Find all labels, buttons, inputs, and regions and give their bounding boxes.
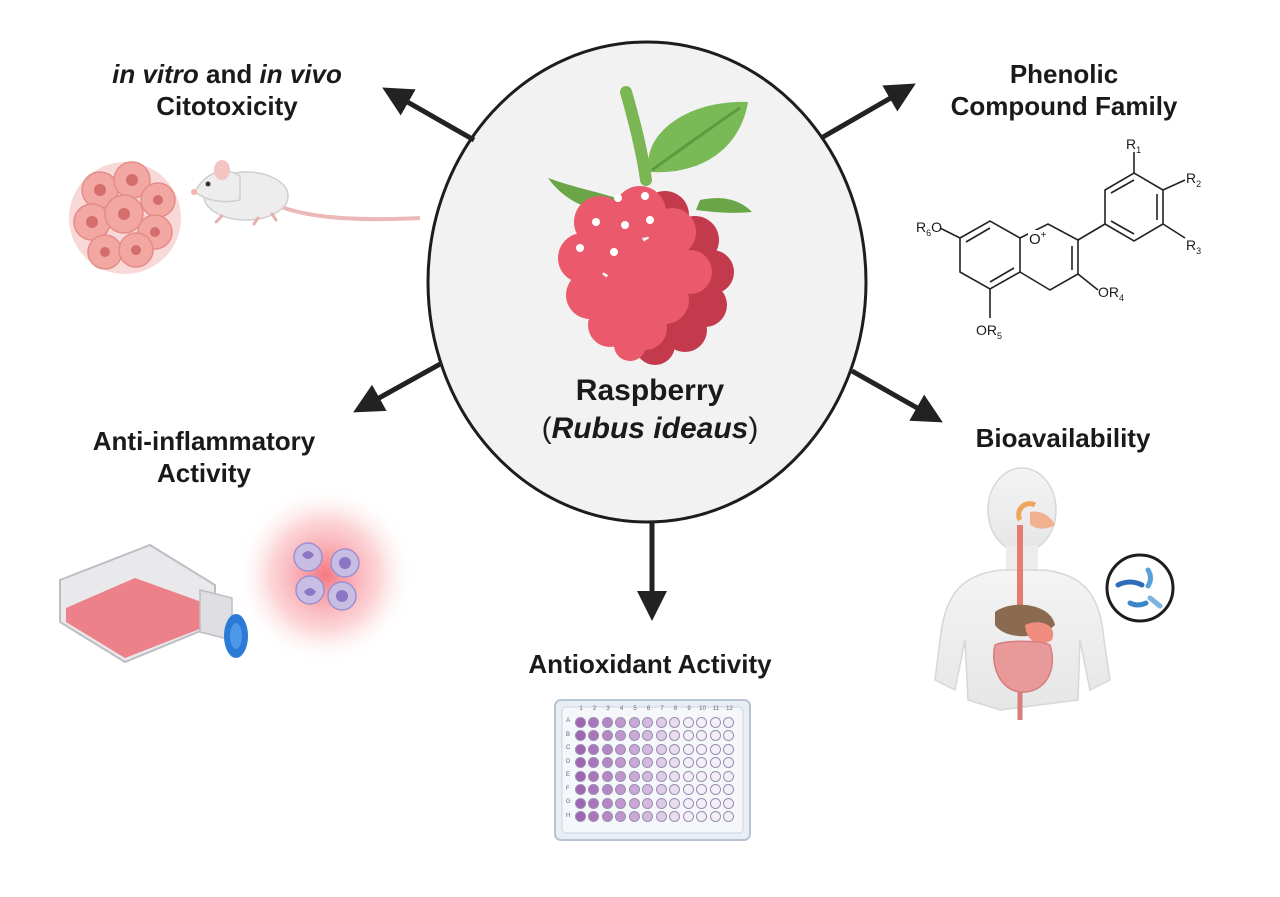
label-bioavailability: Bioavailability bbox=[955, 422, 1171, 454]
microplate-icon bbox=[554, 699, 751, 841]
label-cytotoxicity: in vitro and in vivo Citotoxicity bbox=[96, 58, 358, 122]
center-title-main: Raspberry bbox=[575, 374, 725, 407]
immune-cells-icon bbox=[235, 485, 415, 665]
human-digestive-icon bbox=[934, 467, 1175, 720]
structure-r2: R2 bbox=[1186, 170, 1201, 189]
arrow-to-cytotoxicity bbox=[382, 87, 476, 143]
r6o-letter: R bbox=[916, 219, 927, 235]
r6o-tail: O bbox=[931, 219, 943, 235]
r1-letter: R bbox=[1126, 136, 1137, 152]
structure-o-plus: O+ bbox=[1028, 230, 1048, 248]
r6o-sub: 6 bbox=[926, 227, 932, 238]
structure-or4: OR4 bbox=[1098, 284, 1124, 303]
arrow-to-anti-inflammatory bbox=[353, 360, 444, 413]
or5-letter: OR bbox=[976, 322, 997, 338]
structure-r6o: R6O bbox=[916, 219, 942, 238]
arrow-to-phenolic bbox=[821, 83, 916, 140]
structure-r3: R3 bbox=[1186, 237, 1201, 256]
paren-open: ( bbox=[541, 412, 552, 445]
center-subtitle: (Rubus ideaus) bbox=[500, 410, 800, 448]
label-anti-inflammatory: Anti-inflammatory Activity bbox=[68, 425, 340, 489]
label-anti-inflammatory-line1: Anti-inflammatory bbox=[92, 426, 316, 456]
in-vitro-text: in vitro bbox=[112, 59, 199, 89]
label-anti-inflammatory-line2: Activity bbox=[157, 458, 251, 488]
label-phenolic-line2: Compound Family bbox=[950, 91, 1178, 121]
label-cytotoxicity-line2: Citotoxicity bbox=[156, 91, 298, 121]
label-phenolic-line1: Phenolic bbox=[1009, 59, 1119, 89]
structure-r1: R1 bbox=[1126, 136, 1141, 155]
r2-letter: R bbox=[1186, 170, 1197, 186]
label-antioxidant-line1: Antioxidant Activity bbox=[528, 649, 772, 679]
plus-sign: + bbox=[1040, 230, 1047, 241]
r3-letter: R bbox=[1186, 237, 1197, 253]
or4-sub: 4 bbox=[1119, 292, 1125, 303]
paren-close: ) bbox=[748, 412, 759, 445]
label-cytotoxicity-line1: in vitro and in vivo bbox=[96, 58, 358, 90]
label-antioxidant: Antioxidant Activity bbox=[505, 648, 795, 680]
label-bioavailability-line1: Bioavailability bbox=[975, 423, 1151, 453]
mouse-icon bbox=[191, 160, 421, 226]
phenolic-structure-icon bbox=[939, 152, 1186, 318]
arrow-to-bioavailability bbox=[850, 368, 943, 423]
label-phenolic: Phenolic Compound Family bbox=[930, 58, 1198, 122]
cell-culture-flask-icon bbox=[59, 543, 248, 664]
center-title: Raspberry (Rubus ideaus) bbox=[500, 372, 800, 448]
r2-sub: 2 bbox=[1196, 178, 1202, 189]
r3-sub: 3 bbox=[1196, 245, 1202, 256]
cell-cluster-icon bbox=[69, 161, 181, 274]
and-text: and bbox=[198, 59, 260, 89]
or5-sub: 5 bbox=[997, 330, 1003, 341]
o-letter: O bbox=[1029, 231, 1041, 248]
r1-sub: 1 bbox=[1136, 144, 1142, 155]
or4-letter: OR bbox=[1098, 284, 1119, 300]
structure-or5: OR5 bbox=[976, 322, 1002, 341]
species-name: Rubus ideaus bbox=[551, 412, 749, 445]
raspberry-icon bbox=[548, 86, 752, 365]
in-vivo-text: in vivo bbox=[259, 59, 342, 89]
